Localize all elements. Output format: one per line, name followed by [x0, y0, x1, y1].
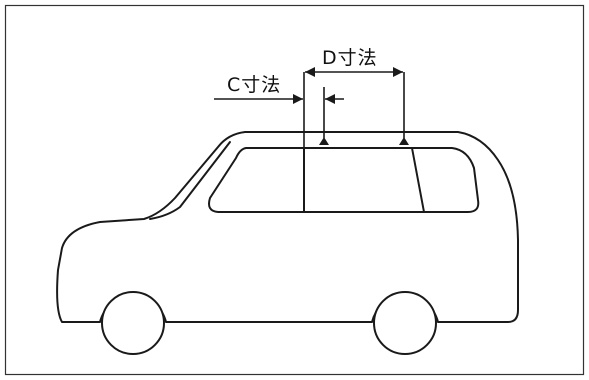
c-dimension-label: C寸法 [227, 74, 281, 96]
arrowheads [293, 67, 403, 104]
c-arrow-right [325, 94, 335, 104]
front-mount-marker [319, 137, 329, 145]
front-wheel [101, 291, 165, 355]
side-window [208, 147, 480, 213]
d-arrow-right [393, 67, 403, 77]
a-pillar-line [149, 141, 231, 220]
c-pillar [411, 147, 425, 213]
d-dimension-label: D寸法 [322, 47, 378, 69]
rear-mount-marker [399, 137, 409, 145]
d-arrow-left [305, 67, 315, 77]
car-outline [56, 131, 519, 323]
rear-wheel [373, 291, 437, 355]
c-arrow-left [293, 94, 303, 104]
car-body [56, 131, 519, 323]
diagram-frame [4, 4, 585, 376]
